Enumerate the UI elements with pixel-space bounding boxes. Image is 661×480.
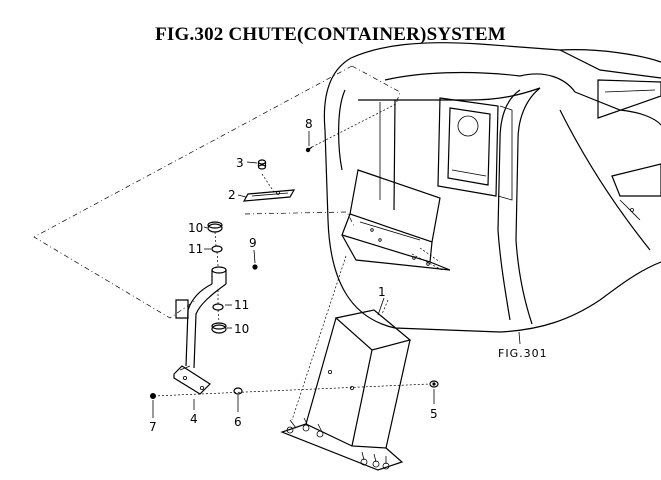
- bracket-plate: [242, 173, 296, 202]
- callout-labels: 1 2 3 4 5 6 7 8 9 10 10 11 11 FIG.301: [149, 117, 548, 434]
- bushing-stack: [207, 221, 227, 334]
- mounting-plane-outline: [33, 65, 401, 319]
- callout-10-bottom: 10: [234, 322, 249, 336]
- callout-11-bottom: 11: [234, 298, 249, 312]
- callout-4: 4: [190, 412, 198, 426]
- chute-container: [280, 255, 412, 471]
- machine-body: [323, 42, 661, 333]
- bushing-bottom: [211, 324, 227, 334]
- bolt-8: [305, 103, 397, 153]
- fig-301-reference: FIG.301: [498, 347, 548, 360]
- nut-7: [150, 393, 156, 399]
- callout-3: 3: [236, 156, 244, 170]
- callout-9: 9: [249, 236, 257, 250]
- leader-lines: [152, 131, 521, 418]
- lever-arm: [173, 266, 227, 395]
- fastener-3: [257, 159, 267, 170]
- washer-bottom: [212, 303, 224, 311]
- washer-6: [233, 387, 243, 395]
- callout-10-top: 10: [188, 221, 203, 235]
- callout-8: 8: [305, 117, 313, 131]
- callout-7: 7: [149, 420, 157, 434]
- washer-top: [211, 245, 223, 253]
- figure-title: FIG.302 CHUTE(CONTAINER)SYSTEM: [155, 24, 506, 45]
- callout-11-top: 11: [188, 242, 203, 256]
- bolt-5: [429, 380, 439, 388]
- callout-2: 2: [228, 188, 236, 202]
- callout-6: 6: [234, 415, 242, 429]
- callout-5: 5: [430, 407, 438, 421]
- pin-9: [252, 264, 258, 270]
- callout-1: 1: [378, 285, 386, 299]
- pivot-hardware: [150, 380, 439, 399]
